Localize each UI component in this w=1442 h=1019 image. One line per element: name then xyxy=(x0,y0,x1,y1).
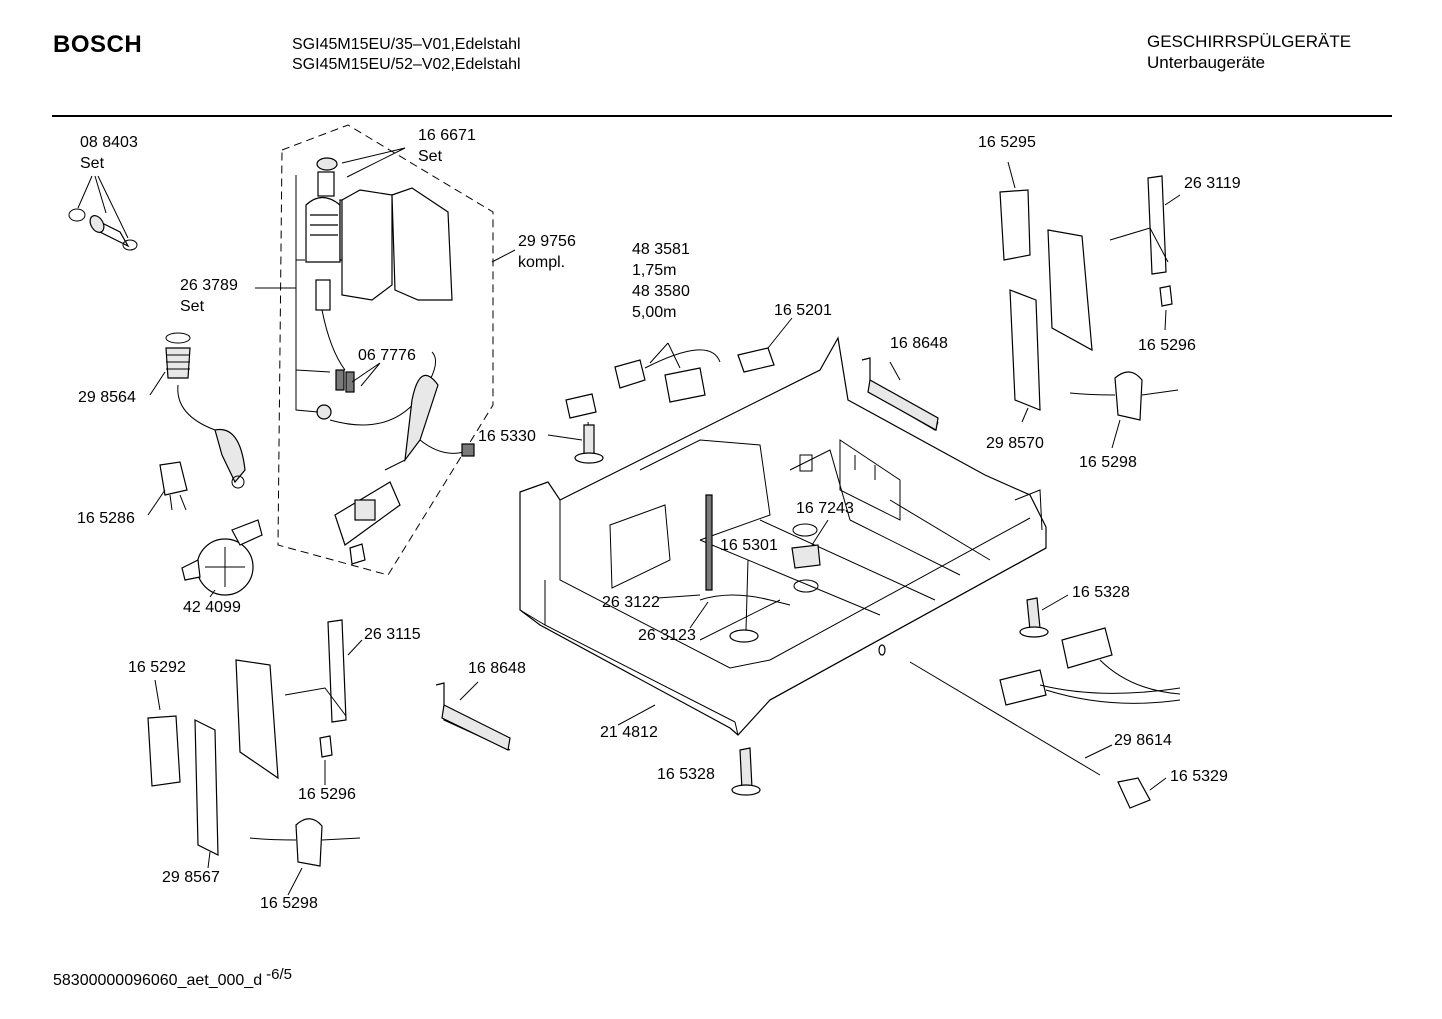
leader xyxy=(889,361,901,381)
part-label: 26 3119 xyxy=(1184,175,1241,192)
part-label: 16 5329 xyxy=(1170,768,1228,785)
part-label: 16 5296 xyxy=(1138,337,1196,354)
model-line: SGI45M15EU/52–V02,Edelstahl xyxy=(292,56,521,73)
part-label: 16 5298 xyxy=(260,895,318,912)
wiring-harness-drawing xyxy=(999,627,1181,706)
part-label: 16 5301 xyxy=(720,537,778,554)
leader xyxy=(459,681,479,701)
float-parts-drawing xyxy=(791,519,829,593)
part-label: 16 5292 xyxy=(128,659,186,676)
leader xyxy=(811,519,829,546)
leader xyxy=(1041,594,1069,611)
leader xyxy=(1164,309,1167,331)
part-label: 16 5328 xyxy=(657,766,715,783)
leader xyxy=(1111,419,1121,449)
leader xyxy=(1084,744,1113,759)
part-label: 16 5328 xyxy=(1072,584,1130,601)
heat-shield-right-drawing xyxy=(861,357,939,431)
part-label: 16 5295 xyxy=(978,134,1036,151)
model-line: SGI45M15EU/35–V01,Edelstahl xyxy=(292,36,521,53)
check-valve-drawing xyxy=(147,461,188,516)
flow-heater-cable-drawing xyxy=(657,494,791,643)
drain-hose-drawing xyxy=(165,332,246,489)
adjusting-foot-right-drawing xyxy=(1019,594,1069,638)
part-label: 16 5330 xyxy=(478,428,536,445)
leader xyxy=(657,594,701,599)
part-label: 06 7776 xyxy=(358,347,416,364)
adjusting-foot-front-drawing xyxy=(731,747,761,796)
hose-clamp-set-drawing xyxy=(68,175,138,251)
leader xyxy=(209,589,216,598)
leader xyxy=(689,601,709,629)
part-label: 21 4812 xyxy=(600,724,658,741)
part-label: 42 4099 xyxy=(183,599,241,616)
leader xyxy=(351,362,381,387)
leader xyxy=(154,679,161,711)
part-label: 29 8614 xyxy=(1114,732,1172,749)
part-label: 26 3123 xyxy=(638,627,696,644)
page-number: -6/5 xyxy=(266,966,292,983)
part-label: 16 5201 xyxy=(774,302,832,319)
part-label: 29 8570 xyxy=(986,435,1044,452)
leader xyxy=(149,371,166,396)
base-tub-drawing xyxy=(519,336,1047,736)
leader xyxy=(287,867,303,896)
block-drawing xyxy=(565,393,597,419)
leader xyxy=(491,249,516,263)
document-footer: 58300000096060_aet_000_d-6/5 xyxy=(53,966,292,990)
part-label: 26 3122 xyxy=(602,594,660,611)
category-subtitle: Unterbaugeräte xyxy=(1147,53,1266,72)
leader xyxy=(617,704,656,726)
leader xyxy=(1164,194,1181,206)
part-label: 16 8648 xyxy=(468,660,526,677)
circulation-pump-drawing xyxy=(181,519,263,598)
right-bracket-upper-drawing xyxy=(999,161,1181,449)
mains-cable-drawing xyxy=(614,342,721,403)
leader xyxy=(347,639,363,656)
leader xyxy=(547,434,583,441)
connector-block-drawing xyxy=(737,317,793,373)
document-id: 58300000096060_aet_000_d xyxy=(53,972,263,989)
leader xyxy=(1149,777,1167,791)
leader xyxy=(1007,161,1016,189)
appliance-category: GESCHIRRSPÜLGERÄTE Unterbaugeräte xyxy=(1147,31,1351,73)
model-list: SGI45M15EU/35–V01,Edelstahl SGI45M15EU/5… xyxy=(292,35,521,75)
inlet-valve-drawing xyxy=(295,157,475,565)
category-title: GESCHIRRSPÜLGERÄTE xyxy=(1147,32,1352,51)
header-divider xyxy=(52,115,1392,117)
rod-drawing xyxy=(909,661,1167,809)
part-label: 16 7243 xyxy=(796,500,854,517)
kit-boundary xyxy=(277,124,494,576)
part-label: 16 5286 xyxy=(77,510,135,527)
leader xyxy=(341,147,406,178)
left-bracket-lower-drawing xyxy=(147,619,363,896)
part-label: 16 5298 xyxy=(1079,454,1137,471)
heat-shield-left-drawing xyxy=(435,681,511,751)
adjusting-foot-drawing xyxy=(547,421,604,464)
part-label: 16 8648 xyxy=(890,335,948,352)
leader xyxy=(767,317,793,349)
leader xyxy=(147,489,166,516)
leader xyxy=(207,851,211,869)
part-label: 29 8567 xyxy=(162,869,220,886)
brand-logo: BOSCH xyxy=(53,31,143,58)
leader xyxy=(1021,407,1029,423)
leader xyxy=(745,559,749,631)
part-label: 29 8564 xyxy=(78,389,136,406)
part-label: 16 5296 xyxy=(298,786,356,803)
part-label: 26 3115 xyxy=(364,626,421,643)
